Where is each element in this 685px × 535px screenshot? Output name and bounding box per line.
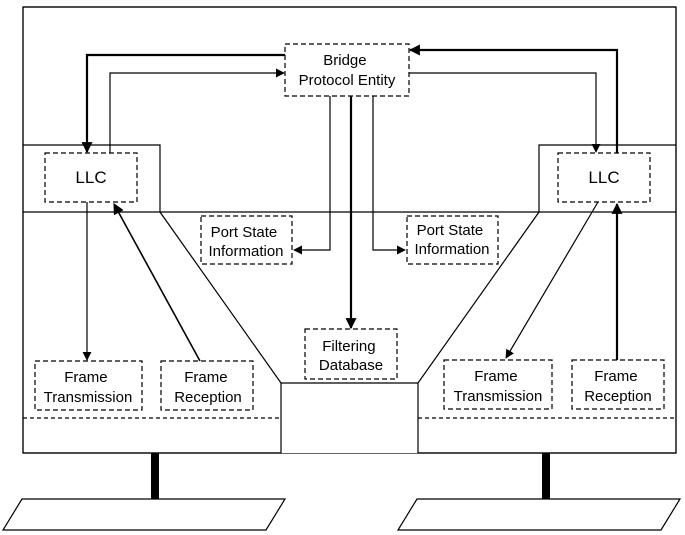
frame-transmission-right-box [443, 359, 553, 410]
frame-rx-left-line2: Reception [174, 389, 242, 406]
arrow-llc-right-to-frame-tx [505, 201, 599, 359]
port-state-right-line1: Port State [417, 222, 484, 239]
arrow-llc-left-to-bpe [109, 68, 285, 153]
filtering-database-box [304, 328, 398, 380]
arrow-bpe-to-port-state-right [372, 96, 406, 255]
frame-rx-right-line2: Reception [584, 388, 652, 405]
port-state-left-box [200, 215, 293, 265]
frame-reception-right-box [571, 359, 665, 410]
arrow-llc-right-to-bpe [408, 44, 619, 153]
frame-tx-left-label: Frame Transmission [44, 369, 133, 406]
arrow-bpe-to-llc-left [81, 53, 285, 154]
port-state-right-label: Port State Information [414, 222, 489, 258]
port-state-left-label: Port State Information [208, 224, 283, 260]
arrow-bpe-to-port-state-left [293, 96, 331, 255]
frame-tx-right-label: Frame Transmission [454, 368, 543, 405]
arrow-frame-rx-to-llc-left [113, 203, 201, 362]
frame-rx-left-line1: Frame [184, 369, 227, 386]
port-state-right-box [406, 215, 499, 265]
bpe-label-line1: Bridge [323, 52, 366, 69]
llc-right-label: LLC [588, 168, 619, 187]
frame-tx-left-line1: Frame [64, 369, 107, 386]
port-state-left-line1: Port State [211, 224, 278, 241]
port-state-left-line2: Information [208, 243, 283, 260]
frame-tx-right-line2: Transmission [454, 388, 543, 405]
filtering-database-label: Filtering Database [319, 338, 383, 374]
frame-tx-right-line1: Frame [474, 368, 517, 385]
right-lan-drop [542, 453, 550, 501]
filtering-database-line1: Filtering [322, 338, 375, 355]
llc-right-box [557, 152, 651, 203]
frame-tx-left-line2: Transmission [44, 389, 133, 406]
arrow-bpe-to-llc-right [409, 72, 601, 153]
llc-left-box [44, 152, 138, 203]
frame-rx-right-line1: Frame [594, 368, 637, 385]
right-lan-segment [396, 498, 682, 531]
frame-rx-right-label: Frame Reception [584, 368, 652, 405]
bpe-label-line2: Protocol Entity [299, 72, 396, 89]
port-cutout [281, 383, 418, 453]
right-lan [396, 453, 682, 531]
llc-left-label: LLC [75, 168, 106, 187]
frame-reception-left-box [160, 360, 254, 411]
bpe-label: Bridge Protocol Entity [299, 52, 396, 89]
frame-transmission-left-box [34, 360, 143, 411]
filtering-database-line2: Database [319, 357, 383, 374]
left-lan-drop [151, 453, 159, 501]
frame-rx-left-label: Frame Reception [174, 369, 242, 406]
left-lan [1, 453, 287, 531]
port-state-right-line2: Information [414, 241, 489, 258]
bridge-protocol-entity-box [284, 43, 410, 97]
left-lan-segment [1, 498, 287, 531]
